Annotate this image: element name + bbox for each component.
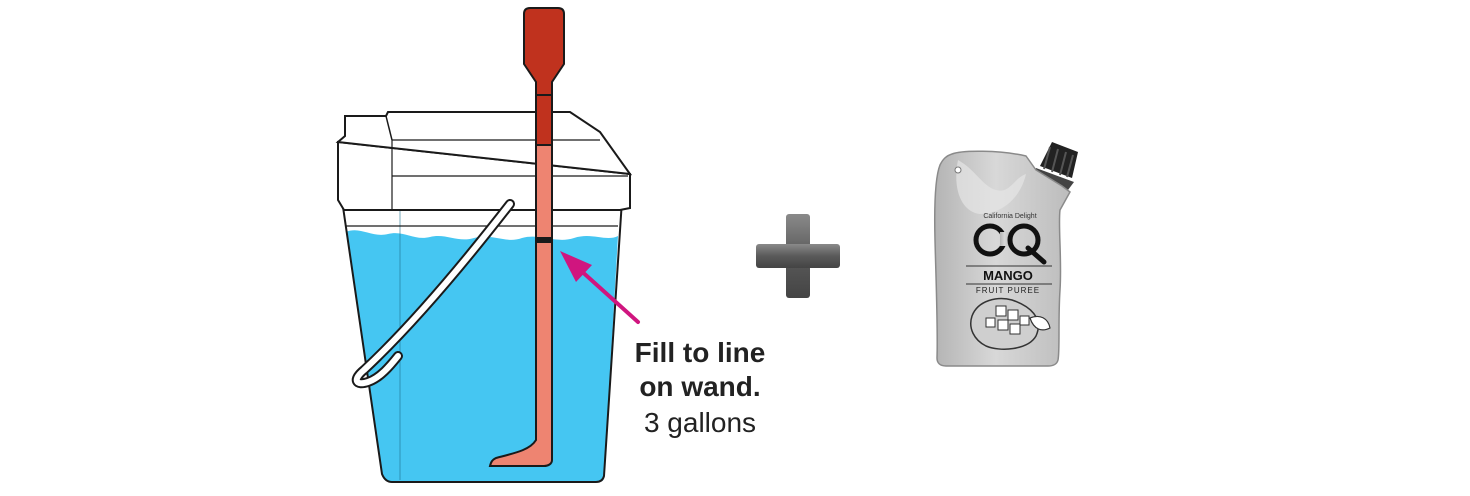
wand-handle (523, 7, 565, 96)
instruction-line-1: Fill to line (634, 337, 766, 368)
instruction-volume: 3 gallons (643, 407, 757, 438)
pouch-tagline: California Delight (983, 213, 1036, 220)
pouch-product-type: FRUIT PUREE (976, 286, 1040, 295)
mango-illustration (970, 297, 1051, 350)
pouch-product-name: MANGO (983, 268, 1033, 283)
puree-pouch: California Delight MANGO FRUIT PUREE (934, 142, 1078, 367)
wand-tube (488, 144, 553, 467)
instruction-line-2: on wand. (639, 371, 761, 402)
bucket-body (340, 199, 624, 483)
measuring-wand (488, 7, 565, 467)
fill-line-mark (536, 237, 552, 243)
plus-icon (756, 214, 840, 298)
arrow-icon (560, 251, 640, 324)
cq-logo: California Delight (973, 213, 1047, 265)
bucket-lid (335, 111, 633, 176)
bucket (335, 111, 633, 483)
